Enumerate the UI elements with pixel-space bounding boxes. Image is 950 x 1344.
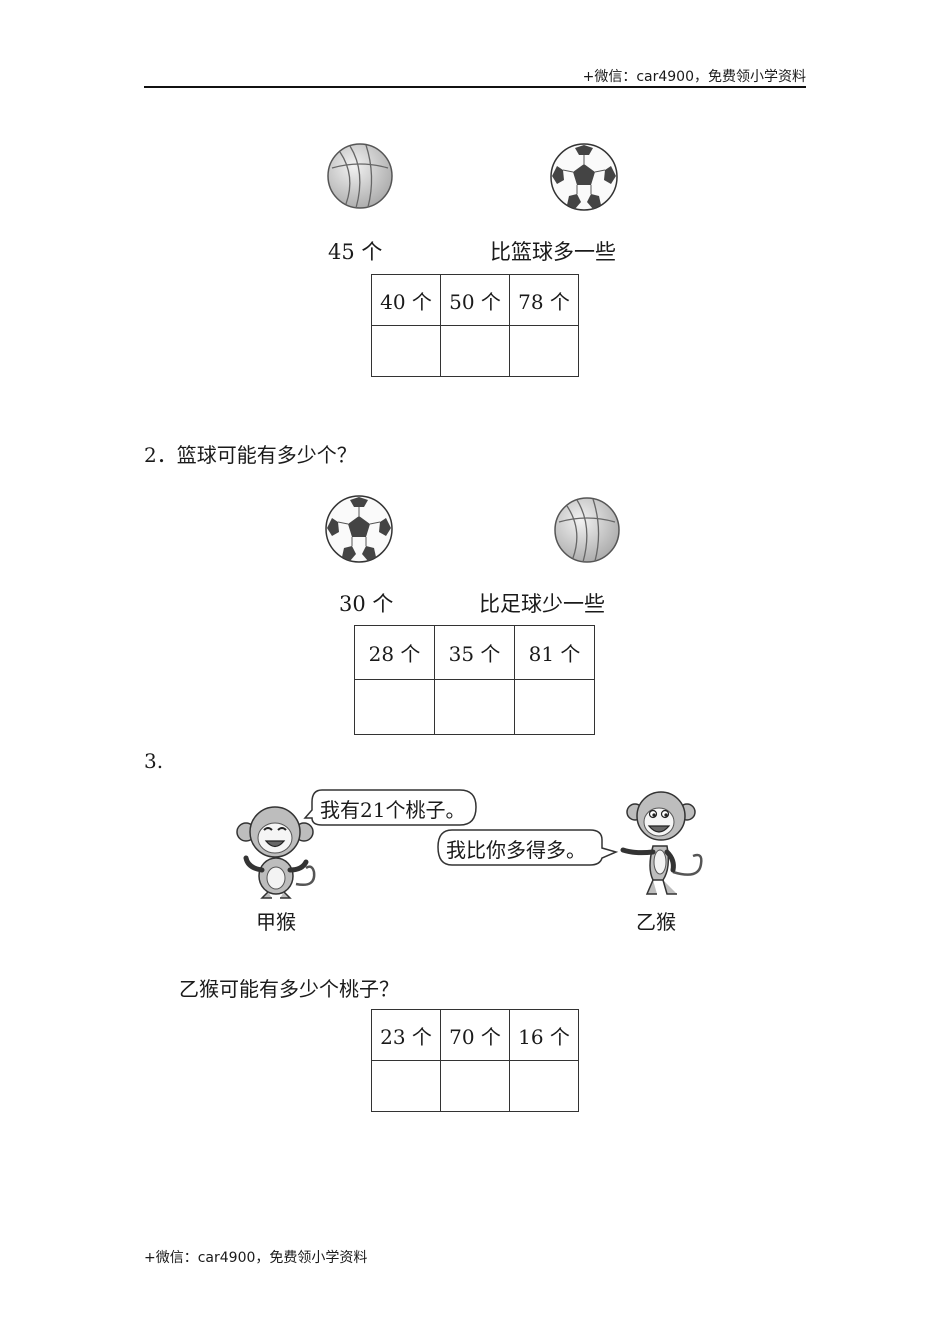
speech-bubble-left-text: 我有21个桃子。 (320, 798, 466, 822)
q2-soccer-count: 30 个 (339, 592, 394, 616)
speech-bubble-right (437, 829, 619, 866)
q2-option-2: 35 个 (434, 625, 515, 680)
q1-option-3: 78 个 (509, 274, 579, 326)
q2-answer-box-2[interactable] (434, 679, 515, 735)
speech-bubble-right-text: 我比你多得多。 (446, 838, 586, 862)
q1-answer-box-1[interactable] (371, 325, 441, 377)
header-note: +微信：car4900，免费领小学资料 (582, 69, 806, 85)
header-divider (144, 86, 806, 88)
q1-option-1: 40 个 (371, 274, 441, 326)
monkey-right-icon (620, 791, 703, 895)
q3-option-1: 23 个 (371, 1009, 441, 1061)
q3-option-2: 70 个 (440, 1009, 510, 1061)
basketball-icon (554, 497, 620, 563)
basketball-icon (327, 143, 393, 209)
speech-bubble-left (303, 789, 477, 826)
q2-answer-box-1[interactable] (354, 679, 435, 735)
q1-basketball-count: 45 个 (328, 240, 383, 264)
q2-option-1: 28 个 (354, 625, 435, 680)
q2-option-3: 81 个 (514, 625, 595, 680)
monkey-right-name: 乙猴 (636, 910, 676, 934)
q3-option-3: 16 个 (509, 1009, 579, 1061)
footer-note: +微信：car4900，免费领小学资料 (144, 1250, 368, 1266)
q1-soccer-hint: 比篮球多一些 (490, 240, 616, 264)
soccer-ball-icon (550, 143, 618, 211)
monkey-left-name: 甲猴 (256, 910, 296, 934)
q2-answer-box-3[interactable] (514, 679, 595, 735)
monkey-left-icon (236, 806, 316, 899)
q1-answer-box-2[interactable] (440, 325, 510, 377)
soccer-ball-icon (325, 495, 393, 563)
q2-basketball-hint: 比足球少一些 (479, 592, 605, 616)
q3-answer-box-1[interactable] (371, 1060, 441, 1112)
q1-option-2: 50 个 (440, 274, 510, 326)
q3-question: 乙猴可能有多少个桃子？ (179, 977, 399, 1001)
q3-answer-box-2[interactable] (440, 1060, 510, 1112)
q3-choice-table: 23 个 70 个 16 个 (371, 1009, 579, 1112)
q1-answer-box-3[interactable] (509, 325, 579, 377)
q1-choice-table: 40 个 50 个 78 个 (371, 274, 579, 377)
q2-choice-table: 28 个 35 个 81 个 (354, 625, 595, 735)
q3-answer-box-3[interactable] (509, 1060, 579, 1112)
q2-title: 2．篮球可能有多少个？ (144, 443, 357, 467)
q3-number: 3. (144, 749, 164, 773)
